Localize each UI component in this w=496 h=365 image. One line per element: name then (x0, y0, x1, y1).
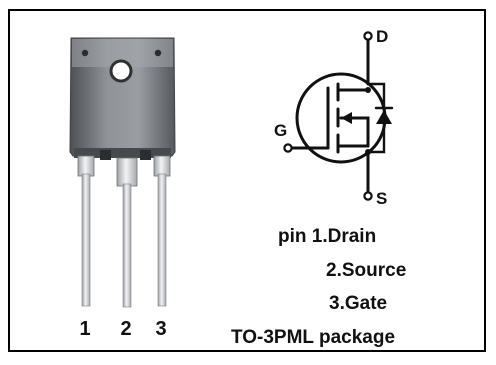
junction-dot-top (365, 87, 371, 93)
package-bottom-lip (74, 148, 171, 158)
channel-arrow (341, 112, 352, 124)
drain-label: D (376, 27, 388, 46)
mounting-hole (109, 59, 133, 83)
pin-number-3: 3 (155, 318, 166, 340)
mosfet-symbol (290, 31, 394, 201)
diode-triangle (376, 110, 392, 124)
lead-2 (122, 183, 132, 308)
gate-label: G (274, 121, 287, 140)
corner-hole-left (81, 49, 89, 57)
lead-shoulder-3 (153, 155, 171, 177)
lead-shoulder-2 (116, 157, 138, 187)
shoulder-block-2 (140, 150, 151, 160)
pin-list-line-2: 2.Source (326, 260, 406, 281)
junction-dot-bottom (365, 149, 371, 155)
pin-list-line-1: pin 1.Drain (278, 226, 376, 247)
gate-terminal (283, 143, 293, 153)
lead-3 (157, 173, 167, 307)
body-connection (339, 116, 370, 148)
pin-list-line-3: 3.Gate (329, 293, 387, 314)
pin-number-1: 1 (79, 318, 90, 340)
package-name: TO-3PML package (231, 327, 395, 348)
to3pml-package (69, 37, 176, 308)
package-body (69, 37, 176, 157)
shoulder-block-1 (100, 150, 111, 160)
lead-1 (81, 173, 91, 307)
corner-hole-right (154, 49, 162, 57)
pin-number-2: 2 (120, 318, 131, 340)
source-label: S (376, 189, 387, 208)
lead-shoulder-1 (77, 155, 95, 177)
